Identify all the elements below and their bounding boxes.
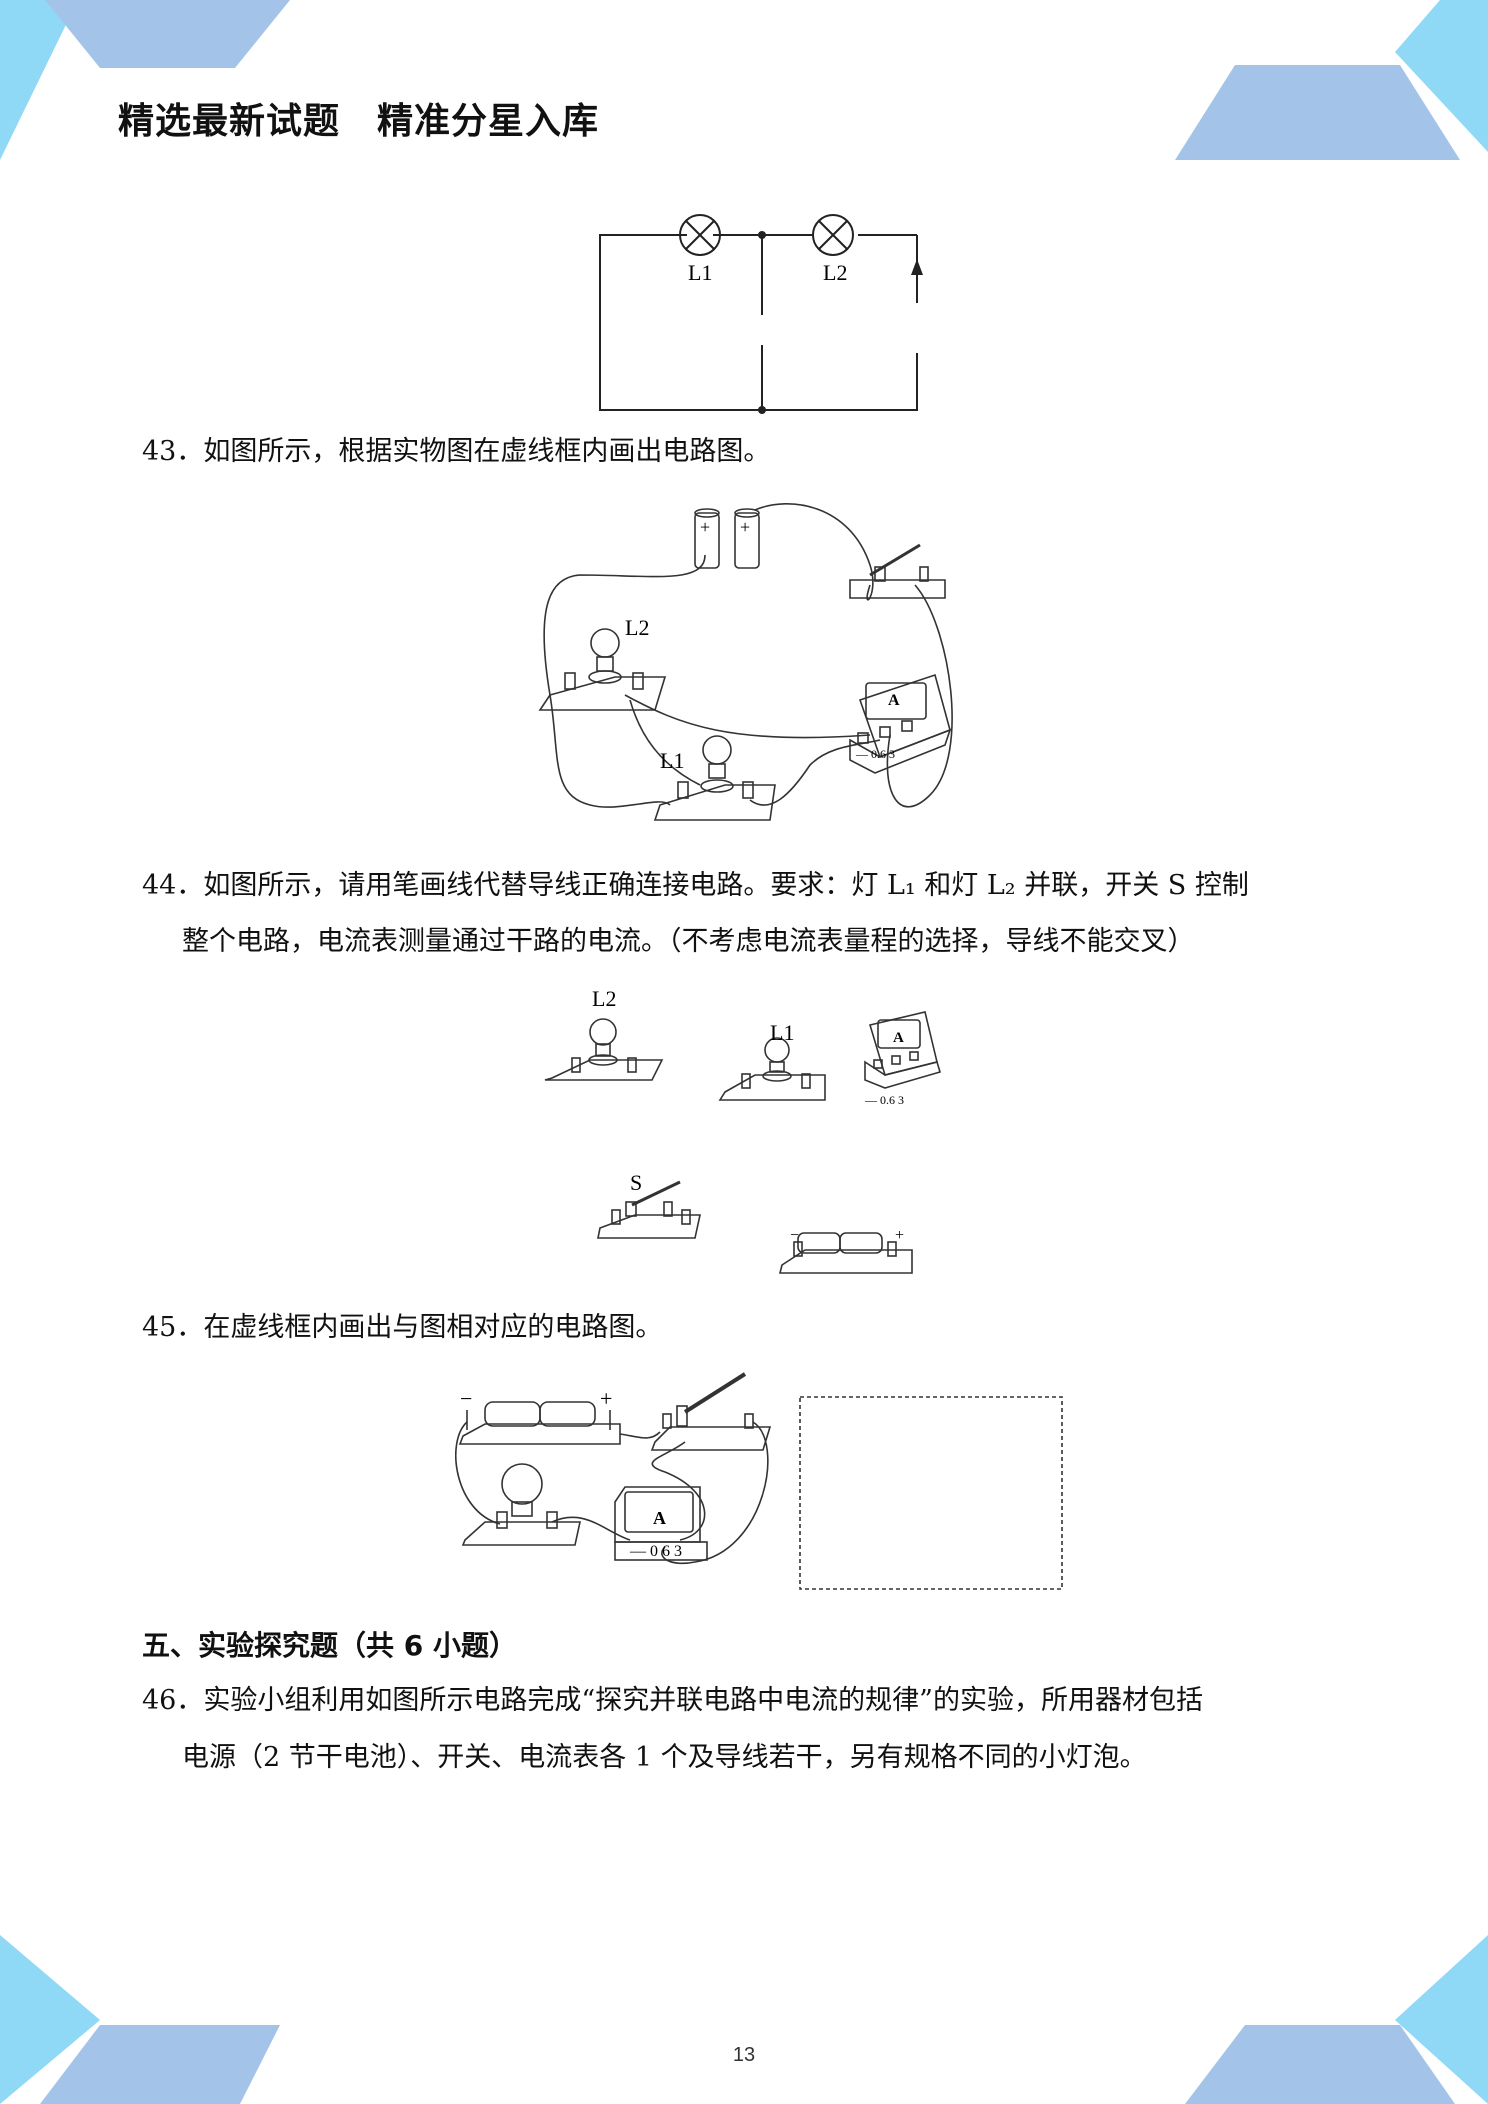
circuit-diagram-top: L1 L2: [599, 214, 923, 414]
battery-plus-1: +: [700, 517, 710, 537]
question-number: 44: [142, 870, 177, 901]
switch-label-s: S: [630, 1170, 642, 1195]
corner-trapezoid-top-left: [45, 0, 290, 68]
battery-plus: +: [600, 1386, 612, 1411]
battery-plus: +: [895, 1227, 904, 1244]
lamp-label-l1: L1: [770, 1020, 794, 1045]
lamp-label-l2: L2: [823, 260, 847, 285]
page-number: 13: [732, 2044, 756, 2066]
question-number: 46: [142, 1685, 177, 1716]
lamp-label-l2: L2: [625, 615, 649, 640]
ammeter-scale: — 0.6 3: [855, 747, 895, 761]
question-46-line2: 电源（2 节干电池）、开关、电流表各 1 个及导线若干，另有规格不同的小灯泡。: [182, 1742, 1147, 1773]
ammeter-label: A: [653, 1508, 666, 1528]
corner-triangle-bottom-right: [1395, 1935, 1488, 2104]
question-number: 45: [142, 1312, 177, 1343]
corner-trapezoid-bottom-left: [40, 2025, 280, 2104]
ammeter-label: A: [893, 1030, 904, 1046]
header-title: 精选最新试题 精准分星入库: [118, 101, 600, 142]
question-43: 43．如图所示，根据实物图在虚线框内画出电路图。: [142, 432, 770, 472]
physical-circuit-43: + + L2 L1 A — 0.6 3: [538, 503, 953, 821]
lamp-label-l2: L2: [592, 986, 616, 1011]
corner-triangle-top-right: [1395, 0, 1488, 152]
lamp-label-l1: L1: [688, 260, 712, 285]
question-text: ．如图所示，请用笔画线代替导线正确连接电路。要求：灯 L₁ 和灯 L₂ 并联，开…: [176, 870, 1249, 901]
corner-trapezoid-bottom-right: [1185, 2025, 1455, 2104]
section-title: 五、实验探究题（共 6 小题）: [142, 1629, 517, 1662]
ammeter-label: A: [888, 692, 900, 709]
question-44-line1: 44．如图所示，请用笔画线代替导线正确连接电路。要求：灯 L₁ 和灯 L₂ 并联…: [142, 866, 1249, 906]
question-number: 43: [142, 436, 177, 467]
question-text: ．在虚线框内画出与图相对应的电路图。: [176, 1312, 663, 1343]
corner-trapezoid-top-right: [1175, 65, 1460, 160]
battery-minus: −: [460, 1386, 472, 1411]
lamp-label-l1: L1: [660, 748, 684, 773]
answer-dashed-box: [799, 1396, 1063, 1590]
question-text: ．实验小组利用如图所示电路完成“探究并联电路中电流的规律”的实验，所用器材包括: [176, 1685, 1203, 1716]
question-44-line2: 整个电路，电流表测量通过干路的电流。（不考虑电流表量程的选择，导线不能交叉）: [182, 926, 1195, 957]
question-45: 45．在虚线框内画出与图相对应的电路图。: [142, 1308, 662, 1348]
question-46-line1: 46．实验小组利用如图所示电路完成“探究并联电路中电流的规律”的实验，所用器材包…: [142, 1681, 1203, 1721]
physical-components-44: L2 L1 A — 0.6 3 S − +: [544, 986, 941, 1274]
battery-plus-2: +: [740, 517, 750, 537]
ammeter-scale: — 0 6 3: [629, 1543, 682, 1560]
corner-triangle-top-left: [0, 0, 78, 160]
ammeter-scale: — 0.6 3: [864, 1093, 904, 1107]
question-text: ．如图所示，根据实物图在虚线框内画出电路图。: [176, 436, 771, 467]
physical-circuit-45: − + A — 0 6 3: [455, 1372, 1063, 1590]
corner-triangle-bottom-left: [0, 1935, 100, 2104]
battery-minus: −: [790, 1227, 799, 1244]
